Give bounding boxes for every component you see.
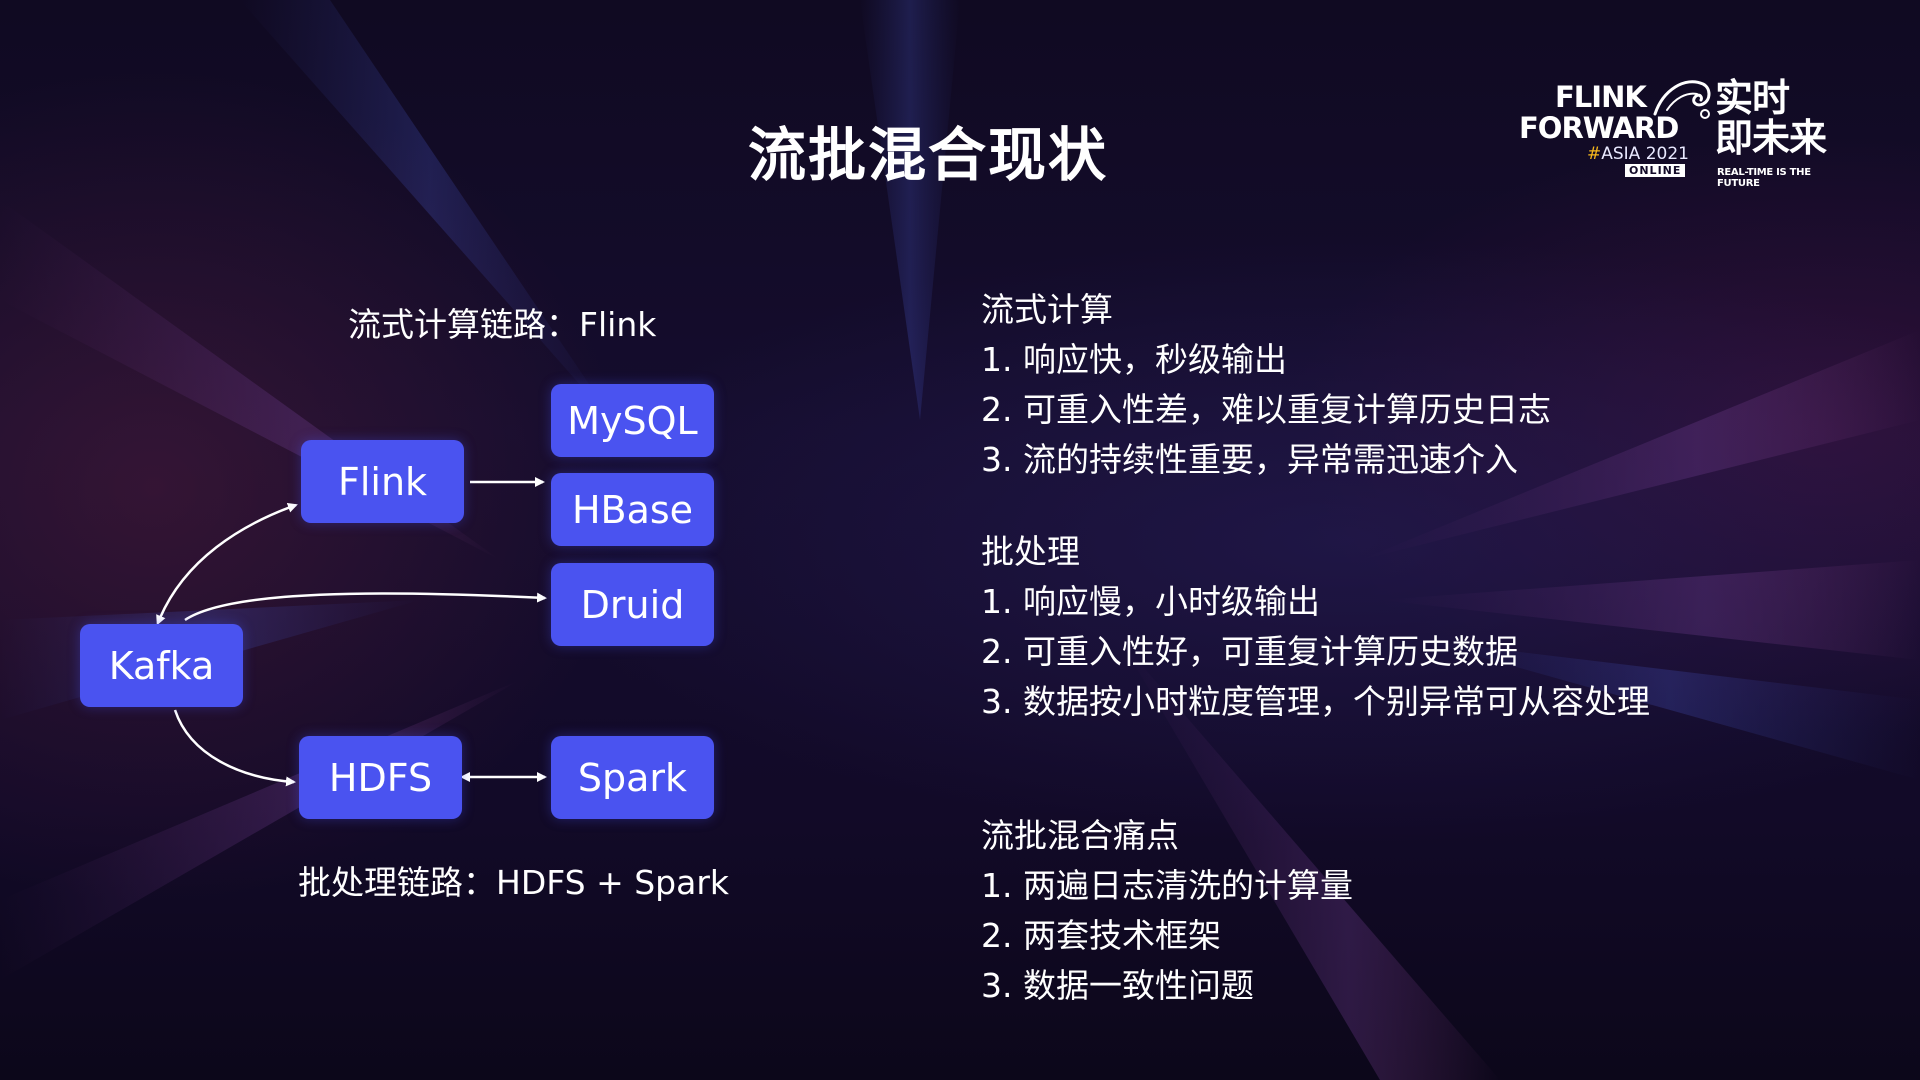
- logo-tagline: REAL-TIME IS THE FUTURE: [1717, 167, 1811, 189]
- section-heading: 批处理: [981, 532, 1080, 571]
- logo-event-name: ASIA 2021: [1601, 144, 1689, 164]
- slide-title: 流批混合现状: [747, 121, 1108, 189]
- batch-pipeline-caption: 批处理链路：HDFS + Spark: [298, 863, 729, 902]
- section-batch: 批处理 1. 响应慢，小时级输出 2. 可重入性好，可重复计算历史数据 3. 数…: [981, 527, 1650, 727]
- node-kafka: Kafka: [80, 624, 243, 707]
- section-streaming: 流式计算 1. 响应快，秒级输出 2. 可重入性差，难以重复计算历史日志 3. …: [981, 285, 1551, 485]
- logo-online-badge: ONLINE: [1625, 164, 1686, 177]
- node-spark: Spark: [551, 736, 714, 819]
- logo-event-text: #ASIA 2021: [1587, 144, 1689, 164]
- section-item: 2. 两套技术框架: [981, 916, 1221, 955]
- section-item: 1. 两遍日志清洗的计算量: [981, 866, 1353, 905]
- stream-pipeline-caption: 流式计算链路：Flink: [348, 305, 657, 344]
- section-heading: 流式计算: [981, 290, 1113, 329]
- section-pain-points: 流批混合痛点 1. 两遍日志清洗的计算量 2. 两套技术框架 3. 数据一致性问…: [981, 811, 1353, 1011]
- node-flink: Flink: [301, 440, 464, 523]
- node-mysql: MySQL: [551, 384, 714, 457]
- section-item: 3. 流的持续性重要，异常需迅速介入: [981, 440, 1518, 479]
- logo-cn-line1: 实时: [1715, 76, 1790, 120]
- section-item: 3. 数据按小时粒度管理，个别异常可从容处理: [981, 682, 1650, 721]
- section-item: 1. 响应快，秒级输出: [981, 340, 1287, 379]
- section-item: 3. 数据一致性问题: [981, 966, 1254, 1005]
- node-druid: Druid: [551, 563, 714, 646]
- logo-forward-text: FORWARD: [1519, 111, 1679, 145]
- section-item: 2. 可重入性差，难以重复计算历史日志: [981, 390, 1551, 429]
- section-item: 2. 可重入性好，可重复计算历史数据: [981, 632, 1518, 671]
- flink-forward-logo: FLINK FORWARD #ASIA 2021 ONLINE 实时 即未来 R…: [1515, 74, 1835, 189]
- node-hbase: HBase: [551, 473, 714, 546]
- section-item: 1. 响应慢，小时级输出: [981, 582, 1320, 621]
- section-heading: 流批混合痛点: [981, 816, 1179, 855]
- logo-flink-text: FLINK: [1555, 80, 1647, 114]
- logo-cn-line2: 即未来: [1715, 116, 1827, 160]
- logo-hash: #: [1587, 144, 1602, 164]
- node-hdfs: HDFS: [299, 736, 462, 819]
- squirrel-logo-icon: [1653, 80, 1711, 119]
